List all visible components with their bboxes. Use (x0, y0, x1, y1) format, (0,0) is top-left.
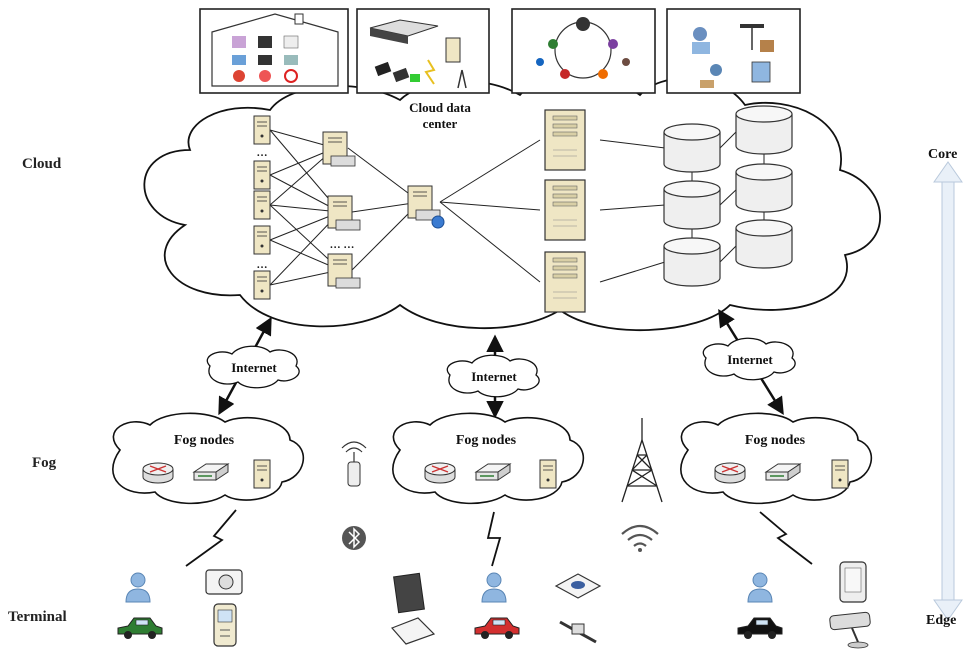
fog-nodes-label-center: Fog nodes (456, 433, 517, 448)
storage-disk-4 (735, 105, 793, 155)
internet-cloud-right (702, 337, 796, 381)
internet-label-center: Internet (471, 369, 517, 384)
satellite-icon (559, 620, 597, 644)
app-smart-home (199, 8, 349, 94)
fog-server-right (831, 459, 849, 489)
storage-disk-2 (663, 180, 721, 230)
user-icon-center (481, 572, 507, 603)
svg-text:…: … (257, 147, 268, 159)
paper-device-icon (390, 617, 436, 645)
fog-server-left (253, 459, 271, 489)
edge-server-2 (253, 160, 271, 190)
wireless-link-center (486, 511, 502, 567)
user-icon-right (747, 572, 773, 603)
cloud-data-center-label-1: Cloud data (409, 100, 471, 115)
green-car-icon (117, 617, 163, 640)
sensor-device-icon (554, 573, 602, 599)
fog-router-left (142, 462, 174, 484)
cloud-data-center-label-2: center (423, 116, 458, 131)
edge-server-5 (253, 270, 271, 300)
edge-server-1 (253, 115, 271, 145)
storage-disk-1 (663, 123, 721, 173)
fog-cloud-center (392, 412, 585, 505)
layer-label-fog: Fog (32, 455, 57, 471)
svg-text:… …: … … (330, 239, 355, 251)
red-car-icon (474, 617, 520, 640)
axis-core-label: Core (928, 147, 957, 162)
storage-disk-6 (735, 219, 793, 269)
user-icon-left (125, 572, 151, 603)
mobile-phone-icon (213, 603, 237, 647)
fog-cloud-left (112, 412, 305, 505)
datacenter-server-3 (544, 251, 586, 313)
app-logistics (666, 8, 801, 94)
layer-label-terminal: Terminal (8, 609, 67, 625)
internet-cloud-left (206, 345, 300, 389)
web-server (407, 185, 445, 229)
layer-label-cloud: Cloud (22, 156, 62, 172)
tablet-icon (393, 572, 425, 614)
wifi-icon (621, 524, 659, 552)
smartphone-icon (839, 561, 867, 603)
axis-edge-label: Edge (926, 613, 956, 628)
wireless-link-right (759, 511, 813, 565)
bluetooth-icon (342, 526, 366, 550)
edge-server-4 (253, 225, 271, 255)
access-point-icon (341, 441, 367, 487)
wireless-link-left (185, 509, 237, 567)
fog-server-center (539, 459, 557, 489)
storage-disk-5 (735, 163, 793, 213)
black-car-icon (737, 617, 783, 640)
fog-nodes-label-right: Fog nodes (745, 433, 806, 448)
fog-nodes-label-left: Fog nodes (174, 433, 235, 448)
app-social-network (511, 8, 656, 94)
edge-server-3 (253, 190, 271, 220)
app-devices (356, 8, 490, 94)
datacenter-server-1 (544, 109, 586, 171)
internet-label-right: Internet (727, 352, 773, 367)
cell-tower-icon (621, 418, 663, 503)
fog-router-right (714, 462, 746, 484)
fog-cloud-right (680, 412, 873, 505)
internet-label-left: Internet (231, 360, 277, 375)
security-camera-icon (829, 611, 871, 649)
core-edge-axis (933, 161, 963, 621)
internet-cloud-center (446, 354, 540, 398)
storage-disk-3 (663, 237, 721, 287)
datacenter-server-2 (544, 179, 586, 241)
svg-text:…: … (257, 259, 268, 271)
camera-icon (205, 569, 243, 595)
fog-router-center (424, 462, 456, 484)
